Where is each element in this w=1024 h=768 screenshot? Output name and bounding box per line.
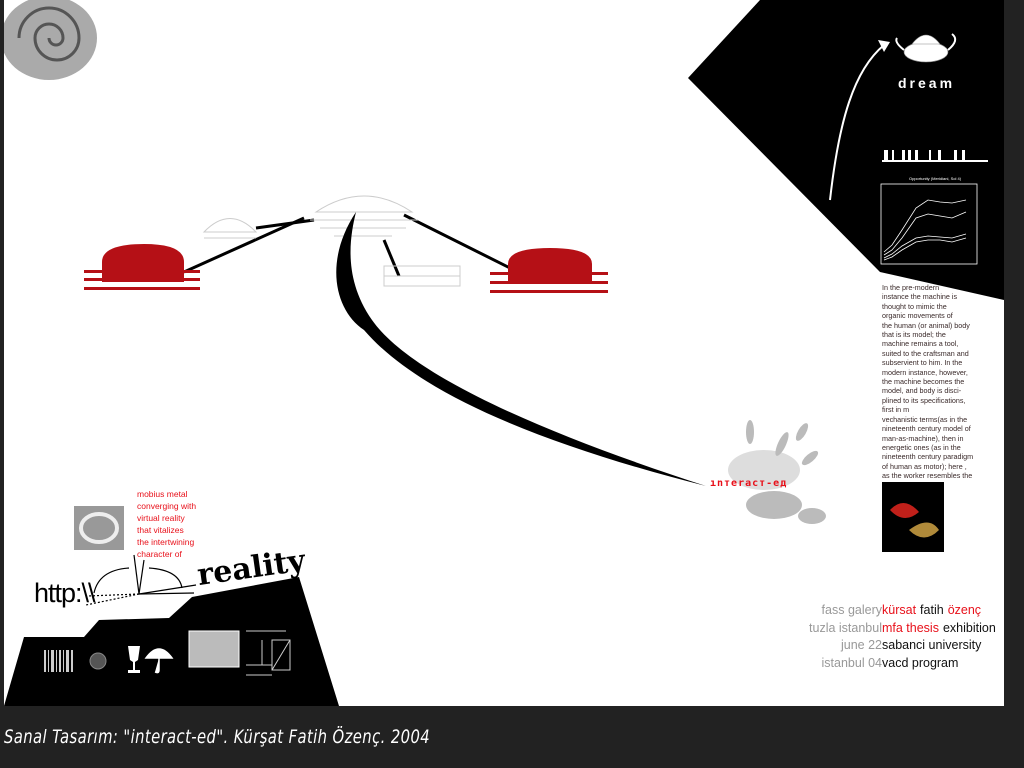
http-label: http:\\: [34, 578, 96, 608]
credit-right: vacd program: [882, 655, 959, 670]
credit-right: mfa thesis: [882, 620, 939, 635]
text-line: virtual reality: [137, 513, 185, 523]
credit-right: kürsat: [882, 603, 917, 617]
text-line: nineteenth century paradigm: [882, 452, 974, 462]
text-line: as the worker resembles the: [882, 471, 973, 481]
credit-left: june 22: [840, 638, 882, 652]
dvd-icon: [89, 652, 107, 670]
credit-right: fatih: [920, 603, 944, 617]
text-line: subservient to him. In the: [882, 358, 963, 368]
credit-left: tuzla istanbul: [809, 620, 882, 635]
text-line: of human as motor); here ,: [882, 461, 967, 471]
circuit-board-image: [188, 630, 240, 668]
red-dome-right: [490, 248, 608, 293]
handprint-icon: [728, 420, 826, 524]
nautilus-shell-icon: [4, 0, 97, 80]
vector-diagram: [85, 554, 197, 606]
connector-lines: [183, 213, 515, 277]
interact-ed-logo: ınтeracт-eд: [710, 478, 788, 489]
text-line: the human (or animal) body: [882, 320, 970, 330]
poster-artwork: Opportunity (Meridiani, Sol 4): [4, 0, 1004, 706]
spectrum-chart: [880, 183, 978, 265]
text-line: instance the machine is: [882, 292, 958, 302]
text-line: that vitalizes: [137, 525, 184, 535]
arrow-curve: [829, 44, 885, 201]
text-line: first in m: [882, 405, 910, 415]
text-line: character of: [137, 549, 182, 559]
credit-left: istanbul 04: [821, 655, 882, 670]
text-line: plined to its specifications,: [882, 395, 966, 405]
circuit-diagram: [246, 630, 291, 676]
text-line: converging with: [137, 501, 197, 511]
fish-creature-image: [882, 482, 944, 552]
teapot-icon: [895, 33, 957, 63]
text-line: nineteenth century model of: [882, 424, 971, 434]
barcode-icon: [44, 650, 73, 672]
text-line: model, and body is disci-: [882, 386, 962, 396]
caption: Sanal Tasarım: "interact-ed". Kürşat Fat…: [4, 726, 431, 748]
credit-right: exhibition: [942, 620, 996, 635]
text-line: vechanistic terms(as in the: [882, 414, 968, 424]
black-panel-top-right: [688, 0, 1004, 300]
mobius-caption: mobius metal converging with virtual reali…: [137, 488, 227, 560]
text-line: the machine becomes the: [882, 377, 965, 387]
text-line: the intertwining: [137, 537, 195, 547]
text-line: machine remains a tool,: [882, 339, 959, 349]
text-line: suited to the craftsman and: [882, 348, 969, 358]
text-line: modern instance, however,: [882, 367, 968, 377]
text-line: that is its model; the: [882, 330, 946, 340]
poster: Opportunity (Meridiani, Sol 4): [4, 0, 1004, 706]
text-line: thought to mimic the: [882, 301, 947, 311]
red-dome-left: [84, 244, 200, 290]
black-panel-bottom-left: [4, 577, 339, 706]
umbrella-icon: [144, 648, 174, 674]
wireframe-domes: [202, 195, 461, 287]
fragile-glass-icon: [128, 646, 140, 673]
arrow-head-icon: [878, 40, 890, 52]
waveform-strip: [882, 150, 988, 162]
text-line: organic movements of: [882, 311, 953, 321]
text-line: energetic ones (as in the: [882, 442, 961, 452]
dream-label: dream: [898, 75, 956, 91]
credit-right: özenç: [947, 603, 982, 617]
text-line: mobius metal: [137, 489, 188, 499]
text-line: In the pre-modern: [882, 283, 940, 292]
credit-left: fass galery: [821, 603, 882, 617]
chart-title: Opportunity (Meridiani, Sol 4): [909, 176, 962, 181]
text-line: man-as-machine), then in: [882, 433, 964, 443]
credit-right: sabanci university: [882, 638, 982, 652]
